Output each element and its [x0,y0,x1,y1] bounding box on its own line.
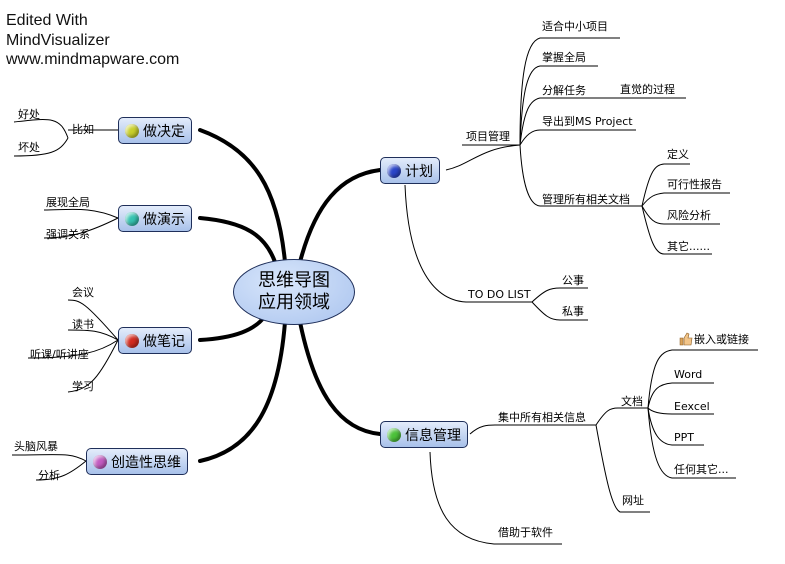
topic-plan[interactable]: 计划 [380,157,440,184]
subtopic-bad[interactable]: 坏处 [18,141,40,154]
branch-plan [298,168,382,264]
subtopic-overview[interactable]: 展现全局 [46,196,90,209]
subtopic-study[interactable]: 学习 [72,380,94,393]
subtopic-intuitive[interactable]: 直觉的过程 [620,83,675,96]
subtopic-todo[interactable]: TO DO LIST [468,288,531,301]
central-topic[interactable]: 思维导图 应用领域 [233,259,355,325]
subtopic-brainstorm[interactable]: 头脑风暴 [14,440,58,453]
branch-creative [198,320,287,463]
subtopic-reading[interactable]: 读书 [72,318,94,331]
subtopic-breakdown[interactable]: 分解任务 [542,84,586,97]
topic-decide[interactable]: 做决定 [118,117,192,144]
watermark-line-2: MindVisualizer [6,32,110,49]
watermark-url: www.mindmapware.com [6,51,180,68]
subtopic-documents[interactable]: 文档 [621,395,643,408]
subtopic-analysis[interactable]: 分析 [38,469,60,482]
topic-present[interactable]: 做演示 [118,205,192,232]
yellow-bullet-icon [125,123,139,138]
subtopic-export[interactable]: 导出到MS Project [542,115,633,128]
subtopic-relation[interactable]: 强调关系 [46,228,90,241]
topic-notes-label: 做笔记 [143,333,185,350]
subtopic-feasibility[interactable]: 可行性报告 [667,178,722,191]
subtopic-private[interactable]: 私事 [562,305,584,318]
subtopic-website[interactable]: 网址 [622,494,644,507]
central-topic-line-1: 思维导图 [258,270,330,291]
subtopic-manage-docs[interactable]: 管理所有相关文档 [542,193,630,206]
blue-bullet-icon [387,163,401,178]
topic-present-label: 做演示 [143,211,185,228]
topic-creative-label: 创造性思维 [111,454,181,471]
subtopic-lecture[interactable]: 听课/听讲座 [30,348,89,361]
subtopic-small-projects[interactable]: 适合中小项目 [542,20,608,33]
green-bullet-icon [387,427,401,442]
topic-info-label: 信息管理 [405,427,461,444]
subtopic-overall[interactable]: 掌握全局 [542,51,586,64]
subtopic-software[interactable]: 借助于软件 [498,526,553,539]
subtopic-bihru[interactable]: 比如 [72,123,94,136]
topic-plan-label: 计划 [405,163,433,180]
subtopic-centralize[interactable]: 集中所有相关信息 [498,411,586,424]
subtopic-excel[interactable]: Eexcel [674,400,710,413]
thumbs-up-icon [679,332,693,346]
branch-present [198,216,277,264]
subtopic-work[interactable]: 公事 [562,274,584,287]
subtopic-good[interactable]: 好处 [18,108,40,121]
topic-notes[interactable]: 做笔记 [118,327,192,354]
watermark-line-1: Edited With [6,12,88,29]
subtopic-meeting[interactable]: 会议 [72,286,94,299]
topic-creative[interactable]: 创造性思维 [86,448,188,475]
branch-decide [198,128,287,264]
central-topic-line-2: 应用领域 [258,292,330,313]
topic-info[interactable]: 信息管理 [380,421,468,448]
subtopic-word[interactable]: Word [674,368,703,381]
subtopic-any-other[interactable]: 任何其它... [674,463,729,476]
red-bullet-icon [125,333,139,348]
subtopic-ppt[interactable]: PPT [674,431,694,444]
subtopic-risk[interactable]: 风险分析 [667,209,711,222]
subtopic-project-mgmt[interactable]: 项目管理 [466,130,510,143]
teal-bullet-icon [125,211,139,226]
branch-notes [198,314,267,342]
subtopic-other[interactable]: 其它...... [667,240,710,253]
branch-info [298,320,382,436]
subtopic-definition[interactable]: 定义 [667,148,689,161]
purple-bullet-icon [93,454,107,469]
topic-decide-label: 做决定 [143,123,185,140]
subtopic-embed[interactable]: 嵌入或链接 [694,333,749,346]
